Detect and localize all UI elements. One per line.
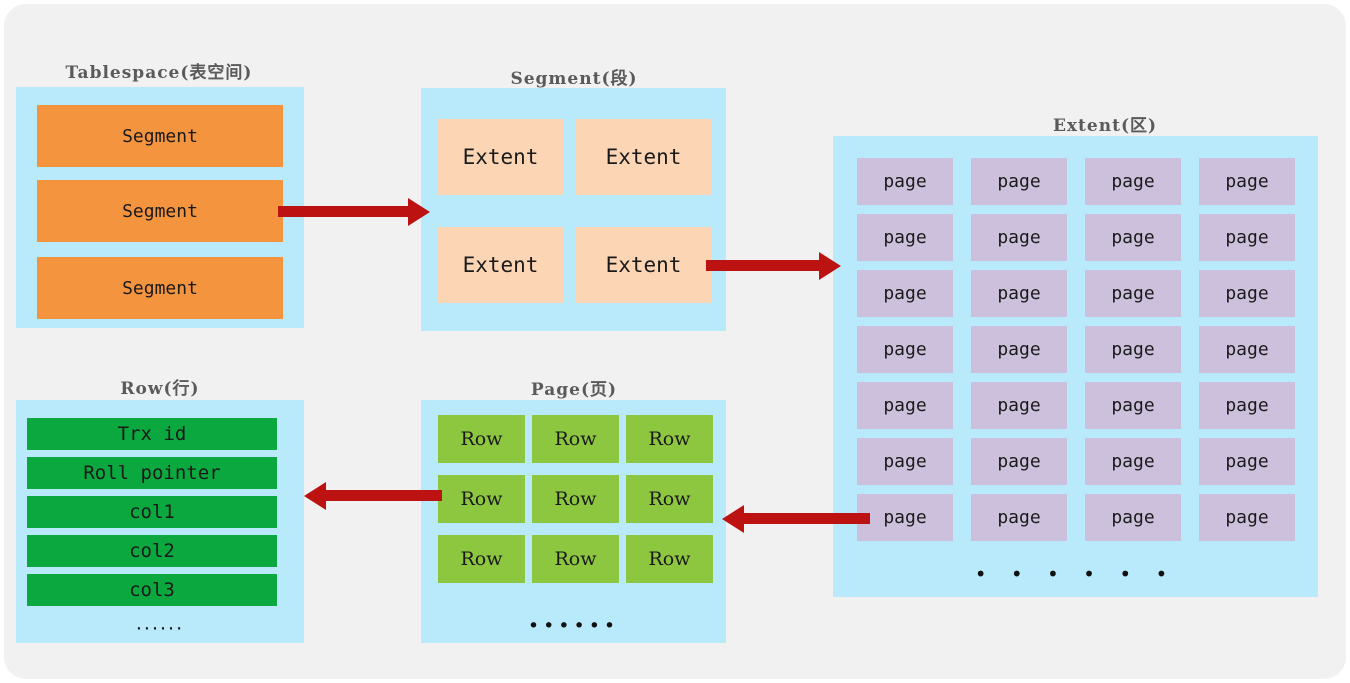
- page-ellipsis: ••••••: [527, 615, 620, 637]
- extent-page-cell[interactable]: page: [857, 438, 953, 485]
- extent-page-cell[interactable]: page: [1199, 494, 1295, 541]
- row-field-col3[interactable]: col3: [27, 574, 277, 606]
- page-row-cell[interactable]: Row: [532, 475, 619, 523]
- page-row-cell[interactable]: Row: [438, 475, 525, 523]
- extent-page-cell[interactable]: page: [857, 214, 953, 261]
- segment-extent-1[interactable]: Extent: [438, 119, 563, 195]
- extent-page-cell[interactable]: page: [971, 494, 1067, 541]
- extent-page-cell[interactable]: page: [1085, 326, 1181, 373]
- row-field-roll-pointer[interactable]: Roll pointer: [27, 457, 277, 489]
- extent-page-cell[interactable]: page: [971, 438, 1067, 485]
- tablespace-segment-2[interactable]: Segment: [37, 180, 283, 242]
- extent-page-cell[interactable]: page: [1199, 214, 1295, 261]
- arrow-head: [408, 198, 430, 226]
- tablespace-segment-1[interactable]: Segment: [37, 105, 283, 167]
- row-ellipsis: ······: [135, 618, 185, 640]
- page-row-cell[interactable]: Row: [532, 535, 619, 583]
- extent-page-cell[interactable]: page: [857, 158, 953, 205]
- extent-page-cell[interactable]: page: [971, 158, 1067, 205]
- extent-page-cell[interactable]: page: [1199, 382, 1295, 429]
- segment-extent-3[interactable]: Extent: [438, 227, 563, 303]
- extent-page-cell[interactable]: page: [1199, 326, 1295, 373]
- segment-title: Segment(段): [510, 69, 638, 89]
- extent-page-cell[interactable]: page: [1085, 158, 1181, 205]
- extent-page-cell[interactable]: page: [1085, 438, 1181, 485]
- page-row-cell[interactable]: Row: [626, 415, 713, 463]
- tablespace-title: Tablespace(表空间): [65, 63, 253, 83]
- extent-page-cell[interactable]: page: [1085, 214, 1181, 261]
- row-title: Row(行): [120, 379, 200, 399]
- extent-page-cell[interactable]: page: [971, 326, 1067, 373]
- extent-title: Extent(区): [1052, 116, 1158, 136]
- page-row-cell[interactable]: Row: [626, 475, 713, 523]
- arrow-head: [722, 505, 744, 533]
- extent-ellipsis: • • • • • •: [974, 562, 1177, 586]
- extent-page-cell[interactable]: page: [1199, 158, 1295, 205]
- extent-page-cell[interactable]: page: [1199, 270, 1295, 317]
- extent-page-cell[interactable]: page: [1199, 438, 1295, 485]
- arrow-shaft: [326, 490, 442, 501]
- arrow-head: [304, 482, 326, 510]
- row-field-trx-id[interactable]: Trx id: [27, 418, 277, 450]
- page-title: Page(页): [530, 380, 618, 400]
- page-row-cell[interactable]: Row: [532, 415, 619, 463]
- arrow-shaft: [706, 260, 819, 271]
- extent-page-cell[interactable]: page: [1085, 270, 1181, 317]
- arrow-head: [819, 252, 841, 280]
- page-row-cell[interactable]: Row: [626, 535, 713, 583]
- extent-page-cell[interactable]: page: [971, 382, 1067, 429]
- extent-page-cell[interactable]: page: [857, 326, 953, 373]
- extent-page-cell[interactable]: page: [971, 214, 1067, 261]
- extent-page-cell[interactable]: page: [857, 494, 953, 541]
- extent-page-cell[interactable]: page: [857, 270, 953, 317]
- segment-extent-2[interactable]: Extent: [576, 119, 711, 195]
- extent-page-cell[interactable]: page: [1085, 382, 1181, 429]
- arrow-shaft: [278, 206, 408, 217]
- page-row-cell[interactable]: Row: [438, 535, 525, 583]
- extent-page-cell[interactable]: page: [971, 270, 1067, 317]
- row-field-col2[interactable]: col2: [27, 535, 277, 567]
- row-field-col1[interactable]: col1: [27, 496, 277, 528]
- segment-extent-4[interactable]: Extent: [576, 227, 711, 303]
- extent-page-cell[interactable]: page: [1085, 494, 1181, 541]
- tablespace-segment-3[interactable]: Segment: [37, 257, 283, 319]
- extent-page-cell[interactable]: page: [857, 382, 953, 429]
- page-row-cell[interactable]: Row: [438, 415, 525, 463]
- arrow-shaft: [744, 513, 870, 524]
